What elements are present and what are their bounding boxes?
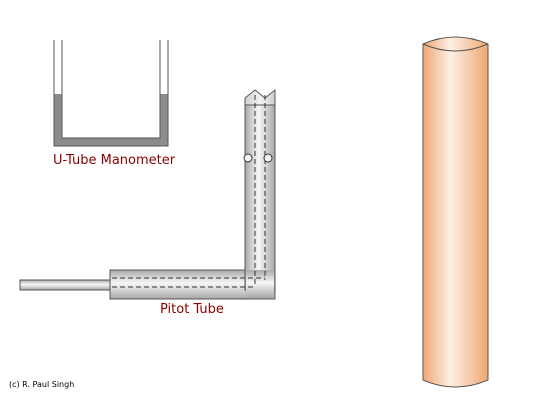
pitot-inlet-probe	[19, 279, 111, 291]
manometer-fluid	[54, 94, 168, 146]
copyright-notice: (c) R. Paul Singh	[9, 380, 75, 389]
static-port-left	[243, 153, 253, 163]
static-port-right	[263, 153, 273, 163]
pipe-body	[422, 36, 489, 388]
pitot-internal-channels	[112, 95, 266, 288]
manometer-label: U-Tube Manometer	[53, 153, 176, 168]
u-tube-manometer	[53, 40, 169, 147]
pitot-tube-label: Pitot Tube	[160, 302, 224, 317]
pipe	[422, 36, 489, 388]
pitot-tip	[244, 88, 276, 106]
pitot-tube	[19, 88, 276, 300]
manometer-outer-wall	[53, 40, 169, 147]
pipe-top-opening	[422, 43, 489, 52]
pitot-elbow	[246, 270, 274, 298]
manometer-inner-wall	[61, 40, 161, 139]
pitot-vertical-arm	[244, 104, 276, 291]
